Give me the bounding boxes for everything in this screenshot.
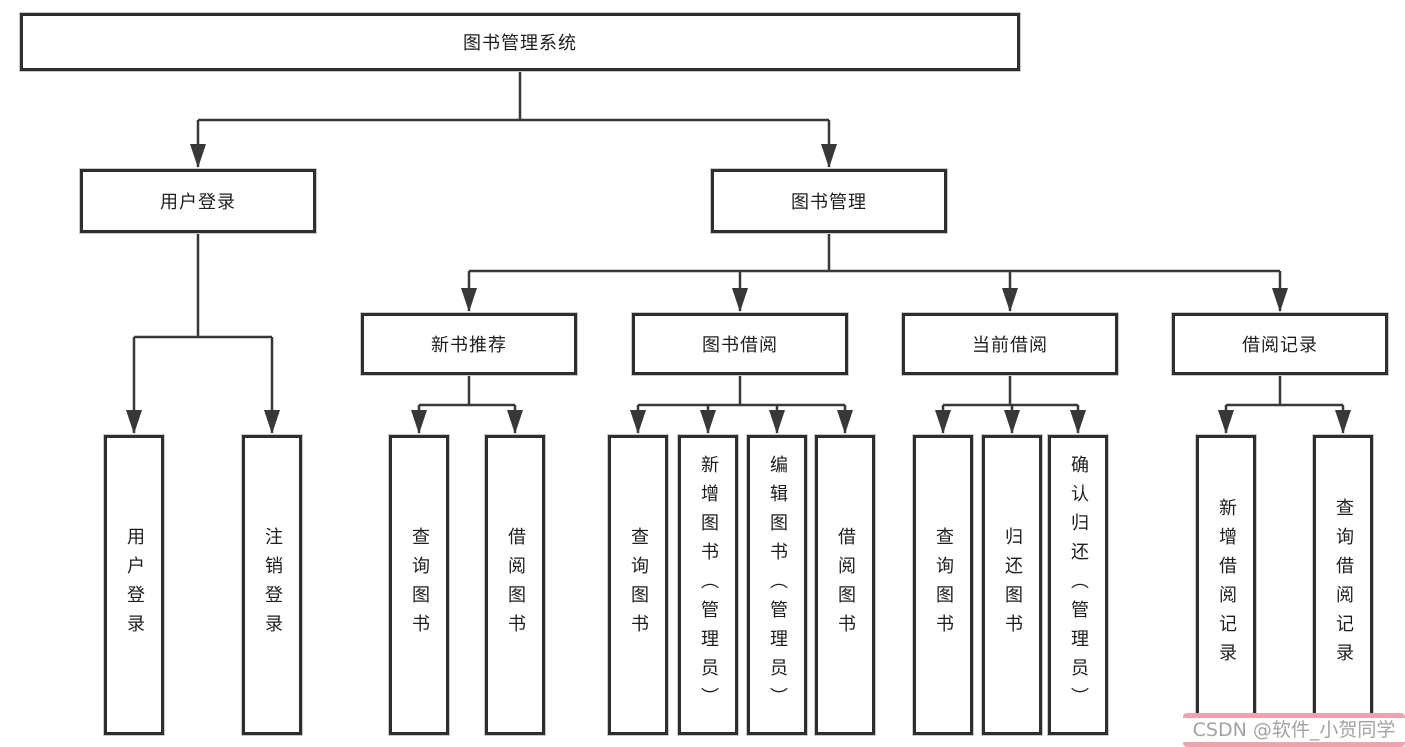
node-new-book-recommend-label: 新书推荐	[431, 335, 507, 356]
leaf-user-login: 用户登录	[104, 435, 164, 735]
leaf-confirm-return-admin-label: 确认归还（管理员）	[1068, 454, 1089, 716]
leaf-return-books: 归还图书	[982, 435, 1042, 735]
leaf-add-borrow-record: 新增借阅记录	[1196, 435, 1256, 735]
node-root-system-label: 图书管理系统	[463, 33, 577, 54]
leaf-confirm-return-admin: 确认归还（管理员）	[1048, 435, 1108, 735]
csdn-watermark-text: CSDN @软件_小贺同学	[1183, 718, 1405, 742]
node-book-borrow-label: 图书借阅	[702, 335, 778, 356]
leaf-query-borrow-record: 查询借阅记录	[1313, 435, 1373, 735]
node-user-login-label: 用户登录	[160, 192, 236, 213]
node-borrow-records: 借阅记录	[1172, 313, 1388, 375]
leaf-edit-book-admin-label: 编辑图书（管理员）	[767, 454, 788, 716]
leaf-query-books-recommend: 查询图书	[389, 435, 449, 735]
leaf-edit-book-admin: 编辑图书（管理员）	[747, 435, 807, 735]
node-user-login: 用户登录	[80, 169, 316, 233]
leaf-borrow-books-recommend: 借阅图书	[485, 435, 545, 735]
node-book-management: 图书管理	[711, 169, 947, 233]
leaf-query-books-borrow: 查询图书	[608, 435, 668, 735]
spine-new-book-recommend	[419, 374, 515, 407]
leaf-query-books-current: 查询图书	[913, 435, 973, 735]
node-current-borrow-label: 当前借阅	[972, 335, 1048, 356]
csdn-watermark: CSDN @软件_小贺同学	[1183, 713, 1405, 747]
leaf-query-borrow-record-label: 查询借阅记录	[1333, 498, 1354, 672]
spine-book-management	[469, 232, 1280, 273]
leaf-add-book-admin: 新增图书（管理员）	[678, 435, 738, 735]
spine-root	[198, 71, 829, 122]
leaf-logout-label: 注销登录	[262, 527, 283, 643]
leaf-logout: 注销登录	[242, 435, 302, 735]
spine-user-login	[134, 232, 272, 339]
spine-current-borrow	[943, 374, 1078, 407]
leaf-query-books-recommend-label: 查询图书	[409, 527, 430, 643]
node-new-book-recommend: 新书推荐	[361, 313, 577, 375]
leaf-borrow-books-borrow-label: 借阅图书	[835, 527, 856, 643]
node-borrow-records-label: 借阅记录	[1242, 335, 1318, 356]
spine-book-borrow	[638, 374, 845, 407]
leaf-query-books-current-label: 查询图书	[933, 527, 954, 643]
leaf-add-borrow-record-label: 新增借阅记录	[1216, 498, 1237, 672]
leaf-borrow-books-borrow: 借阅图书	[815, 435, 875, 735]
leaf-return-books-label: 归还图书	[1002, 527, 1023, 643]
leaf-query-books-borrow-label: 查询图书	[628, 527, 649, 643]
leaf-borrow-books-recommend-label: 借阅图书	[505, 527, 526, 643]
node-current-borrow: 当前借阅	[902, 313, 1118, 375]
leaf-user-login-label: 用户登录	[124, 527, 145, 643]
node-root-system: 图书管理系统	[20, 13, 1020, 71]
node-book-management-label: 图书管理	[791, 192, 867, 213]
node-book-borrow: 图书借阅	[632, 313, 848, 375]
spine-borrow-records	[1226, 374, 1343, 407]
leaf-add-book-admin-label: 新增图书（管理员）	[698, 454, 719, 716]
